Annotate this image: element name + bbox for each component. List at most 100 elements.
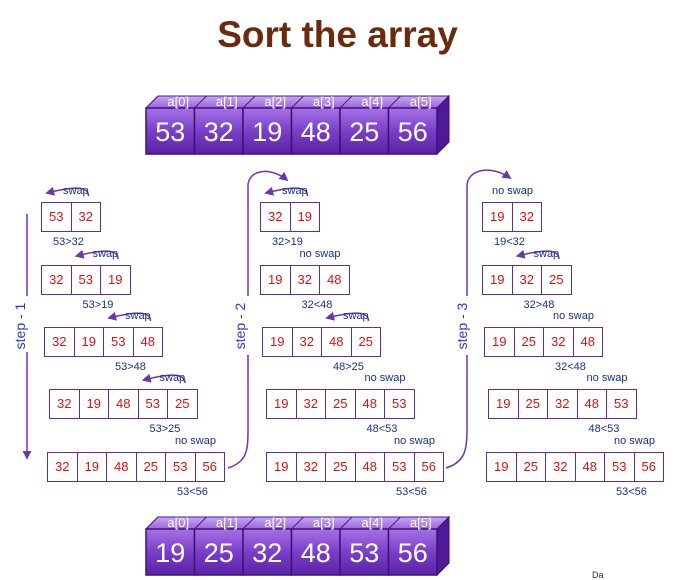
connector-2-bottom [445, 355, 468, 469]
swap-note: swap [92, 248, 119, 260]
sorted-cell-edge [388, 516, 401, 530]
row-cell: 48 [354, 452, 385, 482]
swap-note: swap [282, 185, 308, 197]
row-cell: 56 [194, 452, 225, 482]
row-cell: 32 [289, 265, 320, 295]
row-cell: 32 [260, 202, 291, 232]
row-cell: 19 [78, 389, 109, 419]
no-swap-note: no swap [586, 372, 628, 384]
row-cell: 53 [41, 202, 72, 232]
swap-arrow [74, 249, 119, 260]
row-cell: 32 [49, 389, 80, 419]
original-cell-bg [193, 107, 244, 155]
row-cell: 53 [137, 389, 168, 419]
row-cell: 25 [135, 452, 166, 482]
original-header: a[4] [361, 94, 384, 109]
row-cell: 19 [482, 202, 513, 232]
row-cell: 48 [319, 265, 350, 295]
comparison-label: 48<53 [366, 423, 398, 435]
row-cell: 48 [108, 389, 139, 419]
sorted-value: 19 [155, 538, 186, 568]
sorted-header: a[0] [167, 515, 190, 530]
row-cell: 48 [574, 452, 605, 482]
row-cell: 19 [100, 265, 131, 295]
comparison-label: 53>32 [53, 236, 84, 248]
sorted-value: 53 [349, 538, 380, 568]
row-cell: 19 [76, 452, 107, 482]
no-swap-note: no swap [614, 435, 655, 447]
row-cell: 19 [266, 452, 297, 482]
sorted-header: a[4] [361, 515, 384, 530]
row-cell: 53 [604, 452, 635, 482]
original-cell-edge [145, 95, 159, 109]
row-cell: 48 [576, 389, 607, 419]
row-cell: 32 [47, 452, 78, 482]
sorted-cell-bg [145, 528, 196, 576]
row-cell: 19 [488, 389, 519, 419]
row-cell: 32 [41, 265, 72, 295]
swap-note: swap [63, 185, 89, 197]
comparison-label: 32>48 [523, 299, 555, 311]
original-value: 53 [155, 117, 186, 147]
sorted-cell-bg [193, 528, 244, 576]
swap-arrow [141, 373, 186, 384]
sorted-cell-edge [339, 516, 353, 530]
original-cell-edge [194, 95, 207, 109]
comparison-label: 32<48 [555, 361, 586, 373]
no-swap-note: no swap [394, 435, 435, 447]
row-cell: 32 [44, 327, 75, 357]
original-cell-edge [242, 95, 256, 109]
row-cell: 53 [70, 265, 101, 295]
comparison-label: 53<56 [616, 486, 647, 498]
row-cell: 25 [515, 452, 546, 482]
original-value: 56 [397, 117, 428, 147]
row-cell: 53 [165, 452, 196, 482]
sorted-header: a[3] [312, 515, 335, 530]
row-cell: 25 [167, 389, 198, 419]
row-cell: 48 [321, 327, 352, 357]
row-cell: 32 [511, 202, 542, 232]
sorted-cell-bg [339, 528, 390, 576]
sorted-value: 25 [203, 538, 234, 568]
sorted-header: a[2] [264, 515, 287, 530]
no-swap-note: no swap [175, 435, 216, 447]
sorted-header: a[1] [215, 515, 238, 530]
row-cell: 32 [295, 452, 326, 482]
connector-1-bottom [227, 355, 249, 469]
row-cell: 25 [325, 452, 356, 482]
row-cell: 19 [484, 327, 515, 357]
sorted-value: 32 [252, 538, 283, 568]
swap-note: swap [533, 248, 560, 260]
row-cell: 25 [325, 389, 356, 419]
comparison-label: 32<48 [301, 299, 333, 311]
row-cell: 19 [260, 265, 291, 295]
row-cell: 32 [545, 452, 576, 482]
row-cell: 32 [295, 389, 326, 419]
sorted-value: 48 [300, 538, 331, 568]
row-cell: 53 [384, 389, 415, 419]
row-cell: 48 [354, 389, 385, 419]
original-value: 19 [252, 117, 283, 147]
original-header: a[2] [264, 94, 287, 109]
row-cell: 48 [106, 452, 137, 482]
sorted-cell-bg [290, 528, 341, 576]
row-cell: 53 [103, 327, 134, 357]
comparison-label: 53>19 [82, 299, 114, 311]
row-cell: 56 [413, 452, 444, 482]
row-cell: 53 [606, 389, 637, 419]
row-cell: 32 [547, 389, 578, 419]
swap-arrow [515, 249, 560, 260]
original-header: a[5] [409, 94, 432, 109]
row-cell: 19 [266, 389, 297, 419]
no-swap-note: no swap [492, 185, 533, 197]
connector-1-top [247, 170, 289, 296]
step-label: step - 2 [232, 302, 248, 350]
original-header: a[1] [215, 94, 238, 109]
row-cell: 32 [70, 202, 101, 232]
swap-note: swap [125, 310, 151, 322]
row-cell: 19 [262, 327, 293, 357]
row-cell: 48 [572, 327, 603, 357]
row-cell: 53 [384, 452, 415, 482]
original-value: 32 [203, 117, 234, 147]
